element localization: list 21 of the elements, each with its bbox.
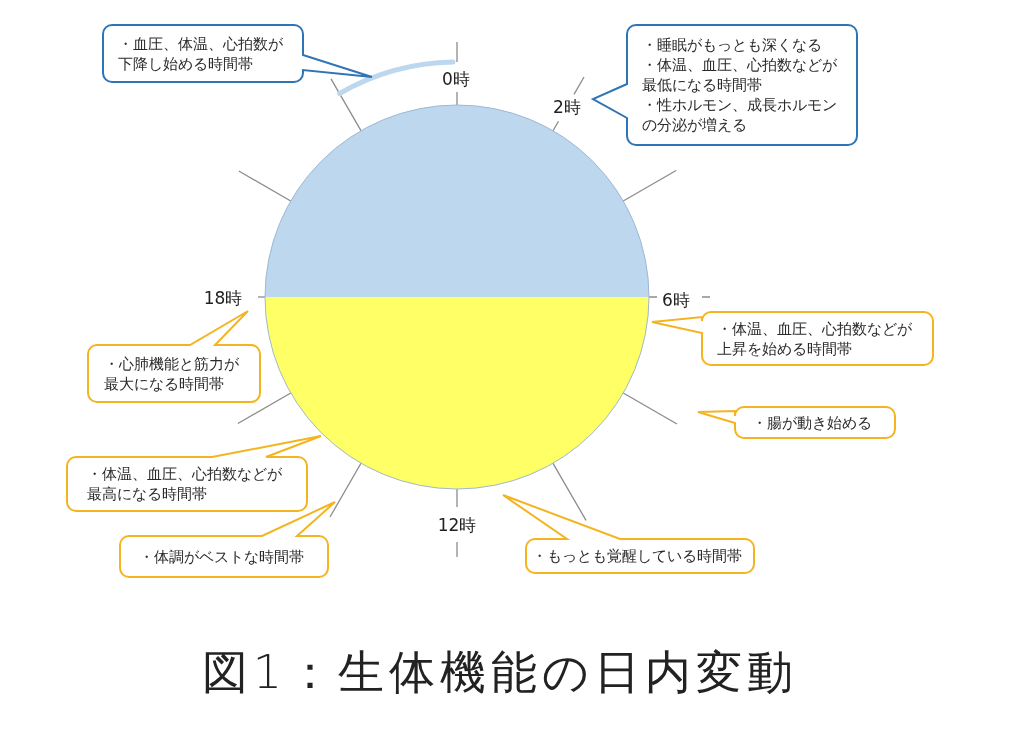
callout-text: ・血圧、体温、心拍数が下降し始める時間帯 — [117, 33, 284, 74]
figure-caption: 図1：生体機能の日内変動 — [201, 644, 799, 700]
callout-text: ・体温、血圧、心拍数などが最高になる時間帯 — [86, 464, 283, 504]
speech-bubble — [650, 310, 935, 367]
speech-bubble — [101, 23, 374, 84]
callout-text: ・体調がベストな時間帯 — [138, 546, 304, 567]
callout-text: ・腸が動き始める — [752, 412, 872, 433]
speech-bubble — [696, 405, 897, 440]
callout-text: ・性ホルモン、成長ホルモンの分泌が増える — [641, 95, 838, 135]
callout-text: ・もっとも覚醒している時間帯 — [532, 546, 742, 566]
callout-text: ・心肺機能と筋力が最大になる時間帯 — [103, 353, 240, 394]
speech-bubble — [501, 493, 756, 575]
hour-label: 0時 — [442, 69, 470, 89]
speech-bubble — [118, 500, 337, 579]
callout-text: ・体温、血圧、心拍数などが上昇を始める時間帯 — [717, 318, 913, 359]
speech-bubble — [591, 23, 859, 147]
speech-bubble — [65, 434, 323, 513]
speech-bubble — [86, 309, 262, 404]
callout-text: ・睡眠がもっとも深くなる — [641, 35, 822, 55]
hour-label: 12時 — [437, 515, 477, 535]
callout-text: ・体温、血圧、心拍数などが最低になる時間帯 — [641, 55, 838, 95]
